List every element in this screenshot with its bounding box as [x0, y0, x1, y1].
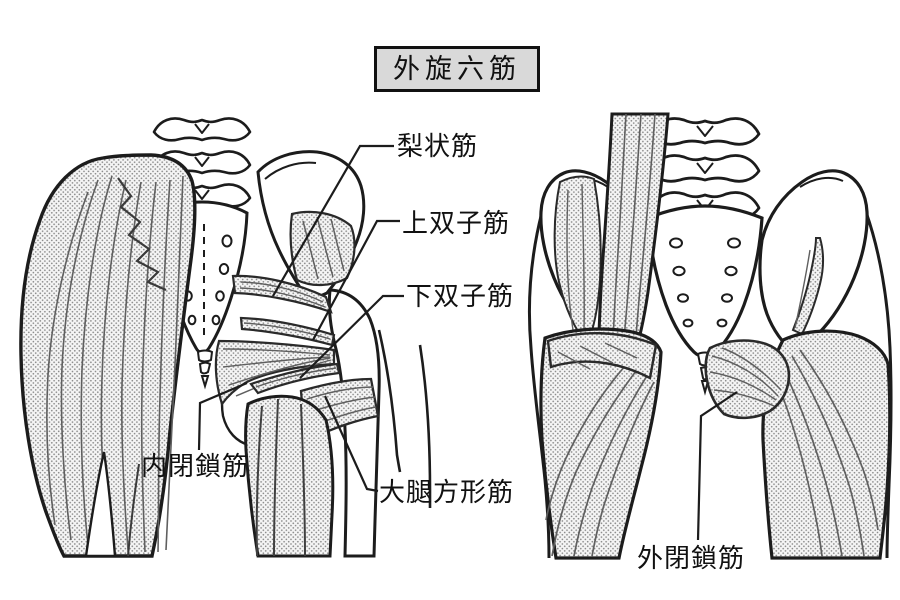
coccyx-left-view	[196, 349, 214, 390]
cut-edge-zigzag	[117, 177, 167, 292]
gluteus-fiber-lines	[46, 175, 184, 553]
hamstring-muscles	[244, 394, 335, 558]
piriformis-muscle	[231, 274, 333, 314]
thigh-contours	[377, 329, 432, 508]
gluteus-bottom-notch	[84, 451, 117, 558]
leader-gemellus-superior	[312, 219, 400, 341]
left-adductor-mass	[539, 327, 663, 560]
label-quadratus-femoris: 大腿方形筋	[379, 477, 515, 507]
gemellus-inferior-muscle	[249, 362, 341, 395]
tendon-strand	[791, 237, 824, 336]
label-piriformis: 梨状筋	[397, 131, 479, 161]
label-obturator-internus: 内閉鎖筋	[141, 451, 250, 481]
right-adductor-mass	[761, 329, 892, 560]
erector-muscle-bundle	[596, 112, 670, 368]
label-gemellus-inferior: 下双子筋	[406, 281, 515, 311]
leader-obturator-externus	[696, 391, 738, 541]
iliac-muscle	[553, 175, 602, 346]
obturator-externus-muscle	[704, 339, 791, 420]
figure-title: 外旋六筋	[374, 46, 540, 92]
leader-quadratus-femoris	[323, 395, 379, 493]
leader-obturator-internus	[197, 381, 248, 451]
label-obturator-externus: 外閉鎖筋	[637, 543, 746, 573]
obturator-internus-muscle	[214, 339, 336, 407]
leader-gemellus-inferior	[299, 294, 404, 379]
right-pelvis-view	[527, 112, 893, 560]
sacrum-right-view	[646, 204, 764, 396]
leader-piriformis	[272, 144, 394, 297]
left-pelvis-view	[19, 117, 432, 558]
upper-muscle-band	[546, 331, 658, 380]
leader-lines	[197, 144, 738, 541]
gluteus-maximus-reflected	[19, 153, 197, 558]
label-gemellus-superior: 上双子筋	[402, 208, 511, 238]
